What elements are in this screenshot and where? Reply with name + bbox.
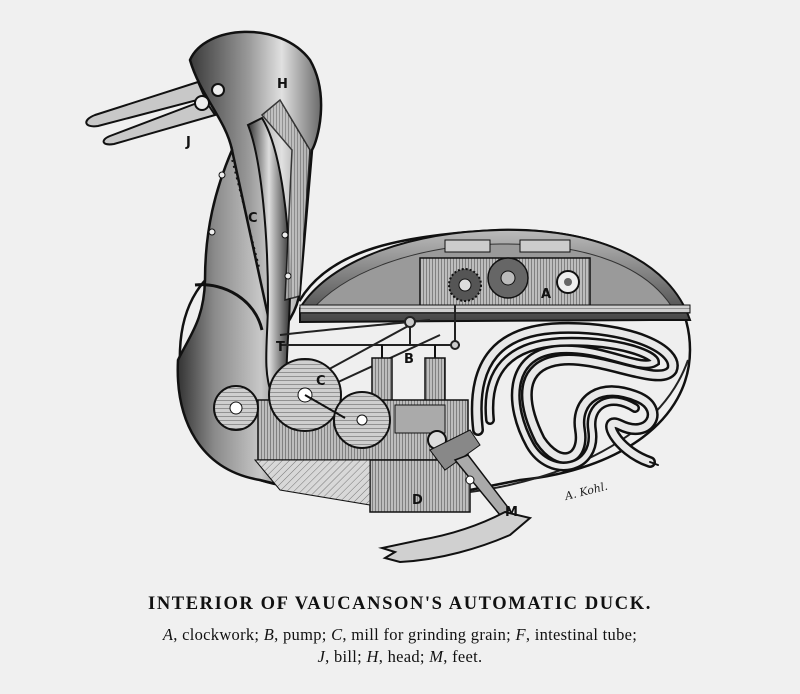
label-H: H <box>277 77 288 92</box>
duck-head-neck <box>176 30 323 487</box>
label-A: A <box>541 287 551 302</box>
label-T: T <box>276 340 285 355</box>
legend-key-A: A <box>162 625 174 644</box>
legend-key-C: C <box>331 625 343 644</box>
duck-bill-J <box>85 80 225 146</box>
clockwork-A <box>299 239 691 314</box>
legend-text-H: , head; <box>378 647 430 666</box>
legend-line-2: J, bill; H, head; M, feet. <box>0 646 800 668</box>
label-C-neck: C <box>248 211 258 226</box>
label-J: J <box>185 135 191 150</box>
legend-text-B: , pump; <box>274 625 332 644</box>
figure-title: INTERIOR OF VAUCANSON'S AUTOMATIC DUCK. <box>148 594 652 614</box>
legend-line-1: A, clockwork; B, pump; C, mill for grind… <box>0 624 800 646</box>
label-C-mill: C <box>316 374 326 389</box>
label-B: B <box>404 352 414 367</box>
engraver-signature: A. Kohl. <box>563 480 609 503</box>
legend-key-M: M <box>429 647 444 666</box>
legend-text-J: , bill; <box>325 647 367 666</box>
legend-key-J: J <box>317 647 326 666</box>
legend-key-F: F <box>515 625 526 644</box>
duck-foot-M <box>378 454 533 564</box>
label-M: M <box>505 505 518 520</box>
label-D: D <box>412 493 423 508</box>
legend-key-H: H <box>366 647 379 666</box>
legend-text-C: , mill for grinding grain; <box>342 625 516 644</box>
duck-illustration: H J C T B C A D M A. Kohl. <box>85 30 692 564</box>
legend-text-A: , clockwork; <box>173 625 264 644</box>
legend-text-M: , feet. <box>443 647 483 666</box>
intestinal-tube-F <box>470 321 679 472</box>
figure-legend: A, clockwork; B, pump; C, mill for grind… <box>0 624 800 668</box>
base-D <box>253 429 481 513</box>
legend-key-B: B <box>263 625 275 644</box>
legend-text-F: , intestinal tube; <box>525 625 638 644</box>
